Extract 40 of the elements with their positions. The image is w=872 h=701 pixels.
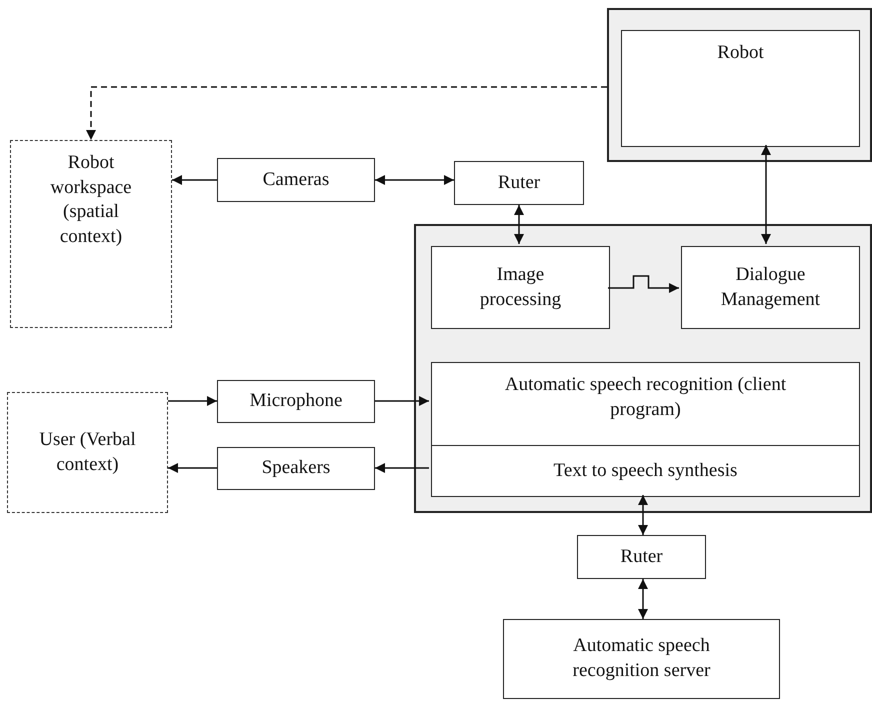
arrow	[375, 175, 454, 185]
process-box	[681, 246, 860, 329]
process-box	[431, 362, 860, 446]
process-box	[503, 619, 780, 699]
arrow	[86, 86, 607, 140]
node-label: Dialogue Management	[720, 262, 822, 312]
node-label: Ruter	[620, 544, 663, 569]
process-box	[217, 447, 375, 490]
process-box	[621, 30, 860, 147]
arrow	[375, 396, 429, 406]
context-box	[10, 140, 172, 328]
node-label: Automatic speech recognition server	[572, 634, 712, 683]
node-label: Robot workspace (spatial context)	[49, 151, 133, 250]
node-label: Image processing	[478, 262, 562, 312]
arrow	[638, 495, 648, 535]
node-label: Automatic speech recognition (client program)	[504, 373, 788, 422]
process-box	[217, 158, 375, 202]
arrow	[761, 145, 771, 244]
node-label: Microphone	[250, 389, 342, 414]
process-box	[577, 535, 706, 579]
node-label: Robot	[717, 41, 764, 65]
arrow	[168, 463, 217, 473]
system-panel	[607, 8, 872, 162]
process-box	[431, 246, 610, 329]
context-box	[7, 392, 168, 513]
process-box	[431, 445, 860, 497]
node-label: Cameras	[262, 168, 330, 192]
node-label: User (Verbal context)	[38, 428, 137, 476]
system-panel	[414, 224, 872, 513]
node-label: Text to speech synthesis	[554, 458, 738, 483]
arrow	[168, 396, 217, 406]
process-box	[454, 161, 584, 205]
arrow	[608, 275, 679, 293]
node-label: Ruter	[498, 170, 540, 195]
arrow	[375, 463, 429, 473]
arrow	[514, 205, 524, 244]
arrow	[638, 579, 648, 619]
arrow	[172, 175, 217, 185]
node-label: Speakers	[262, 456, 330, 480]
process-box	[217, 380, 375, 423]
